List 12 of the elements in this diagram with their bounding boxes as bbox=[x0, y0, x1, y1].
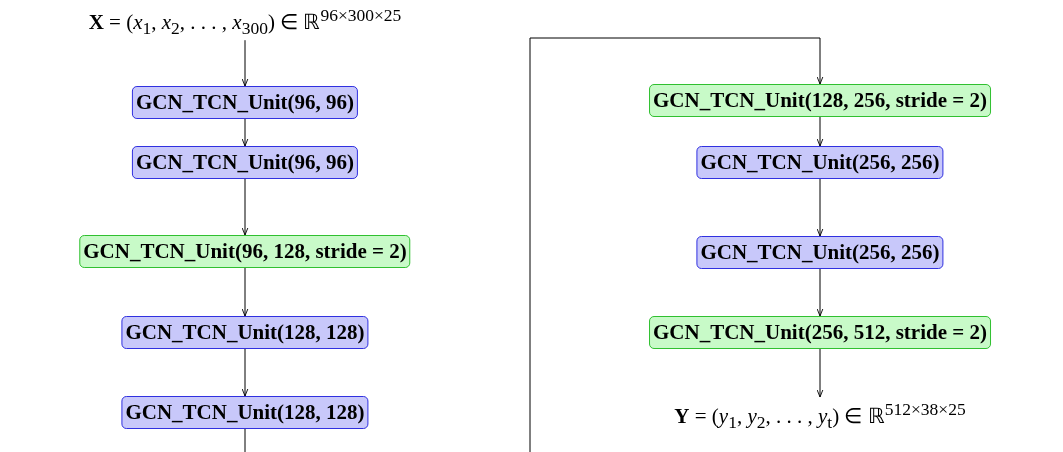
process-box: GCN_TCN_Unit(256, 512, stride = 2) bbox=[649, 316, 991, 349]
process-box: GCN_TCN_Unit(96, 96) bbox=[131, 86, 359, 119]
math-expression: X = (x$_{1}$, x$_{2}$, . . . , x$_{300}$) ∈ ℝ$^{96×300×25}$ bbox=[88, 3, 402, 41]
process-box: GCN_TCN_Unit(128, 128) bbox=[121, 396, 369, 429]
process-box: GCN_TCN_Unit(128, 128) bbox=[121, 316, 369, 349]
arrow bbox=[244, 37, 824, 452]
process-box: GCN_TCN_Unit(128, 256, stride = 2) bbox=[649, 84, 991, 117]
process-box: GCN_TCN_Unit(96, 96) bbox=[131, 146, 359, 179]
process-box: GCN_TCN_Unit(256, 256) bbox=[696, 146, 944, 179]
process-box: GCN_TCN_Unit(96, 128, stride = 2) bbox=[79, 235, 411, 268]
math-expression: Y = (y$_{1}$, y$_{2}$, . . . , y$_{t}$) ∈ ℝ$^{512×38×25}$ bbox=[674, 397, 966, 435]
process-box: GCN_TCN_Unit(256, 256) bbox=[696, 236, 944, 269]
